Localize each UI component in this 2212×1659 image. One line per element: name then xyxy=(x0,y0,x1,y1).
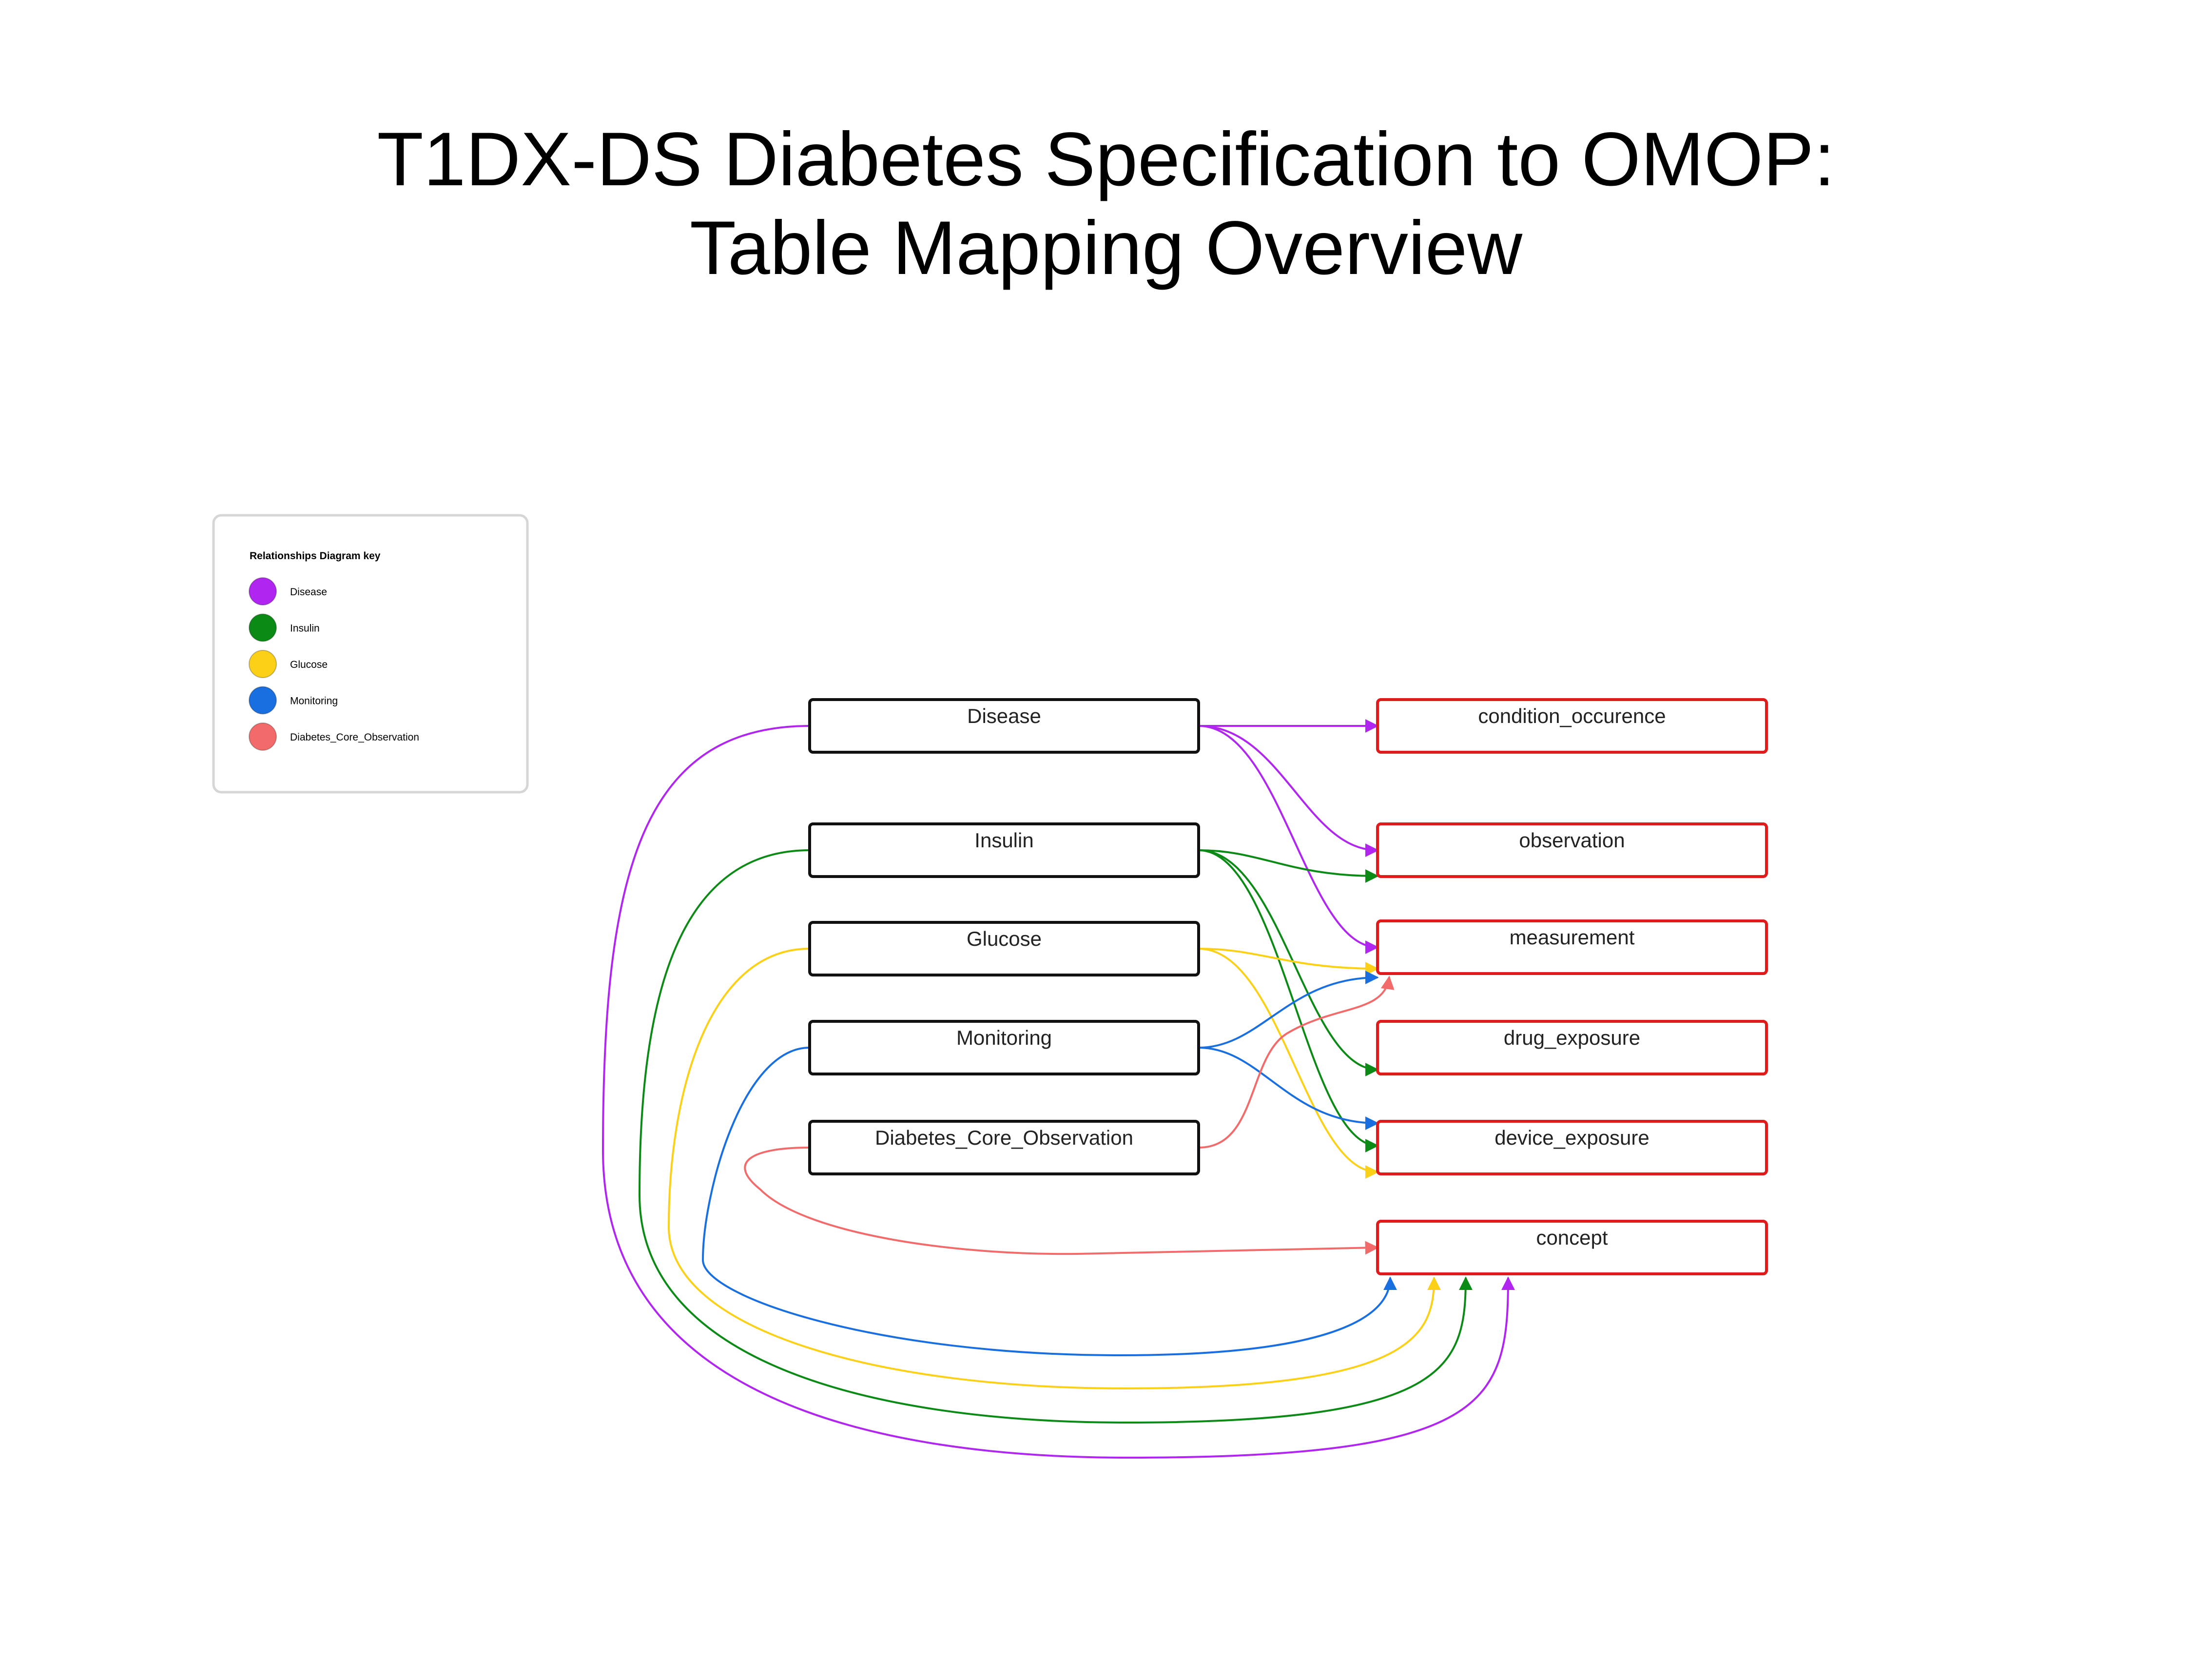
page-title: T1DX-DS Diabetes Specification to OMOP: … xyxy=(377,117,1835,291)
omop-node-box xyxy=(1376,698,1768,754)
omop-node-condition_occurence[interactable]: condition_occurence xyxy=(1376,698,1768,754)
key-label-4: Diabetes_Core_Observation xyxy=(290,732,419,743)
key-swatch-0 xyxy=(249,577,277,605)
edge-disease-to-observation xyxy=(1198,725,1379,857)
edge-dco-to-measurement xyxy=(1198,976,1395,1149)
omop-node-box xyxy=(1376,919,1768,975)
omop-tables: condition_occurence observation measuremen… xyxy=(1376,698,1768,1275)
source-node-box xyxy=(808,698,1200,754)
source-node-glucose[interactable]: Glucose xyxy=(808,921,1200,976)
source-node-label: Insulin xyxy=(974,829,1033,852)
source-node-disease[interactable]: Disease xyxy=(808,698,1200,754)
key-swatch-1 xyxy=(249,613,277,642)
edge-glucose-to-device_exposure xyxy=(1198,948,1379,1179)
edge-monitoring-to-device_exposure xyxy=(1198,1047,1379,1130)
key-label-3: Monitoring xyxy=(290,696,338,707)
source-node-label: Diabetes_Core_Observation xyxy=(875,1126,1133,1149)
title-line-2: Table Mapping Overview xyxy=(690,206,1523,291)
edge-insulin-to-concept xyxy=(638,849,1473,1424)
omop-node-box xyxy=(1376,1220,1768,1275)
key-swatch-3 xyxy=(249,686,277,715)
omop-node-label: observation xyxy=(1519,829,1625,852)
key-title: Relationships Diagram key xyxy=(250,550,381,562)
edge-insulin-to-drug_exposure xyxy=(1198,849,1379,1076)
key-swatch-2 xyxy=(249,650,277,678)
source-node-monitoring[interactable]: Monitoring xyxy=(808,1020,1200,1075)
source-node-box xyxy=(808,921,1200,976)
source-node-label: Glucose xyxy=(967,927,1042,950)
edge-insulin-to-observation xyxy=(1198,849,1379,883)
key-swatch-4 xyxy=(249,722,277,751)
omop-node-label: condition_occurence xyxy=(1478,704,1666,727)
omop-node-measurement[interactable]: measurement xyxy=(1376,919,1768,975)
source-node-box xyxy=(808,822,1200,878)
connections xyxy=(602,719,1515,1459)
source-node-label: Disease xyxy=(967,704,1041,727)
source-node-label: Monitoring xyxy=(956,1026,1052,1049)
edge-glucose-to-measurement xyxy=(1198,948,1379,976)
relationships-key: Relationships Diagram key DiseaseInsulin… xyxy=(212,514,529,794)
key-label-1: Insulin xyxy=(290,623,320,634)
edge-glucose-to-concept xyxy=(667,948,1441,1390)
omop-node-label: concept xyxy=(1536,1226,1608,1249)
omop-node-device_exposure[interactable]: device_exposure xyxy=(1376,1120,1768,1175)
source-node-insulin[interactable]: Insulin xyxy=(808,822,1200,878)
edge-monitoring-to-measurement xyxy=(1198,971,1379,1049)
title-line-1: T1DX-DS Diabetes Specification to OMOP: xyxy=(377,117,1835,202)
edge-monitoring-to-concept xyxy=(701,1047,1397,1357)
source-tables: DiseaseInsulinGlucoseMonitoringDiabetes_… xyxy=(808,698,1200,1175)
edge-disease-to-concept xyxy=(602,725,1515,1459)
key-label-2: Glucose xyxy=(290,659,328,670)
omop-node-label: measurement xyxy=(1510,926,1635,949)
omop-node-box xyxy=(1376,1120,1768,1175)
omop-node-concept[interactable]: concept xyxy=(1376,1220,1768,1275)
edge-dco-to-concept xyxy=(744,1147,1379,1255)
omop-node-box xyxy=(1376,822,1768,878)
edge-insulin-to-device_exposure xyxy=(1198,849,1379,1152)
omop-node-box xyxy=(1376,1020,1768,1075)
key-panel xyxy=(212,514,529,794)
omop-node-label: drug_exposure xyxy=(1504,1026,1640,1049)
source-node-box xyxy=(808,1020,1200,1075)
omop-node-observation[interactable]: observation xyxy=(1376,822,1768,878)
omop-node-label: device_exposure xyxy=(1494,1126,1649,1149)
omop-node-drug_exposure[interactable]: drug_exposure xyxy=(1376,1020,1768,1075)
edge-disease-to-measurement xyxy=(1198,725,1379,954)
source-node-dco[interactable]: Diabetes_Core_Observation xyxy=(808,1120,1200,1175)
source-node-box xyxy=(808,1120,1200,1175)
key-label-0: Disease xyxy=(290,586,327,598)
